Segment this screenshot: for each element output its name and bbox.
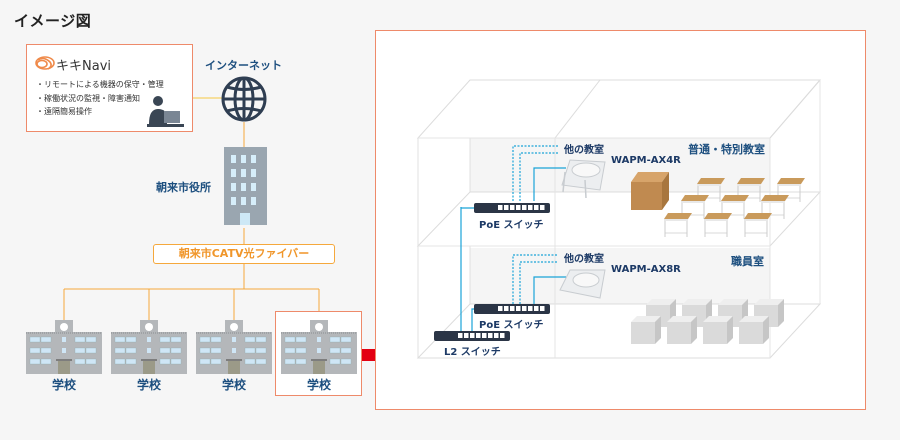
switch-label: PoE スイッチ xyxy=(479,320,544,331)
city-hall-label: 朝来市役所 xyxy=(156,181,211,194)
internet-label: インターネット xyxy=(205,59,282,72)
other-rooms-label: 他の教室 xyxy=(564,145,604,156)
other-rooms-label: 他の教室 xyxy=(564,254,604,265)
kiki-navi-name: キキNavi xyxy=(56,59,111,74)
school-label: 学校 xyxy=(221,378,246,392)
switch-label: PoE スイッチ xyxy=(479,220,544,231)
kiki-feature-item: ・遠隔簡易操作 xyxy=(36,107,92,116)
kiki-feature-item: ・稼働状況の監視・障害通知 xyxy=(36,94,140,103)
room-label: 職員室 xyxy=(731,255,764,268)
kiki-feature-item: ・リモートによる機器の保守・管理 xyxy=(36,80,164,89)
room-label: 普通・特別教室 xyxy=(688,143,765,156)
school-label: 学校 xyxy=(306,378,331,392)
catv-fiber-label: 朝来市CATV光ファイバー xyxy=(153,244,335,264)
school-label: 学校 xyxy=(136,378,161,392)
diagram-title: イメージ図 xyxy=(14,12,92,30)
school-label: 学校 xyxy=(51,378,76,392)
ap-model-label: WAPM-AX4R xyxy=(611,155,681,166)
ap-model-label: WAPM-AX8R xyxy=(611,264,681,275)
core-switch-label: L2 スイッチ xyxy=(444,347,501,358)
